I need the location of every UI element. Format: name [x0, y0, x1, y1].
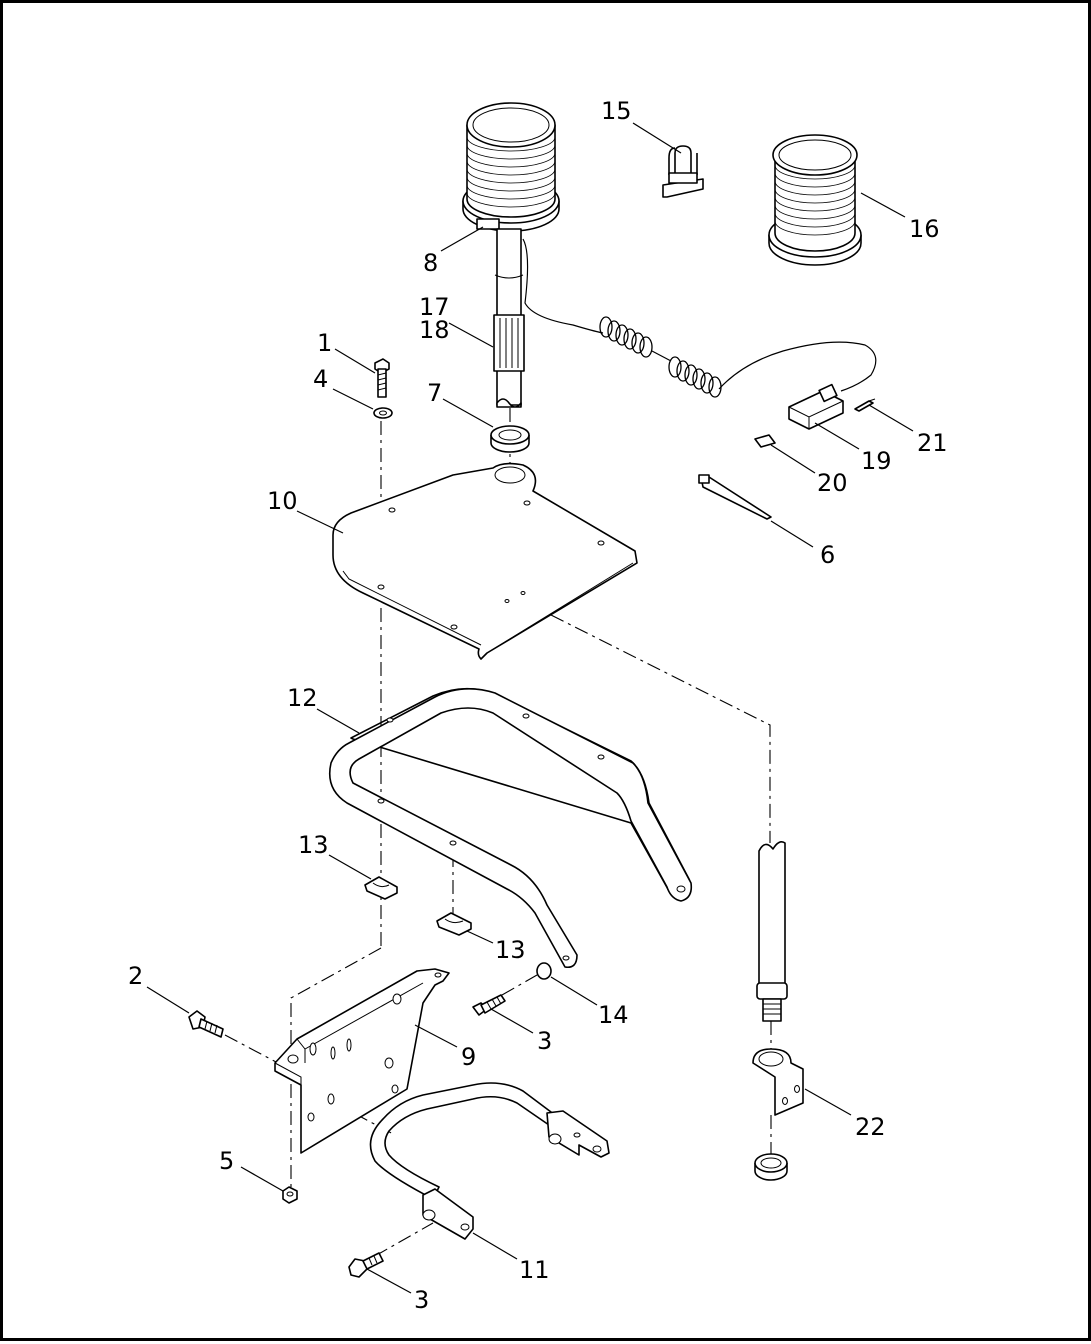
exploded-parts-diagram: 15 16 8 17 18 1 4 7 21 19 20 10 6 12 13 …: [128, 97, 948, 1314]
callout-19: 19: [861, 447, 892, 475]
clip-part-20: [754, 434, 776, 448]
washer-part-4: [373, 407, 393, 419]
lower-frame-part-11: [369, 1082, 610, 1240]
u-frame-part-12: [328, 687, 693, 969]
bolt-part-1: [374, 358, 390, 398]
clip-part-13-lower: [436, 912, 472, 936]
nut-part-5: [282, 1186, 298, 1204]
callout-5: 5: [219, 1147, 234, 1175]
bracket-plate-part-9: [274, 968, 450, 1154]
mounting-plate-part-10: [332, 462, 638, 660]
pole-mount-part-22: [752, 841, 804, 1181]
callout-14: 14: [598, 1001, 629, 1029]
grommet-part-7: [490, 425, 530, 453]
callout-2: 2: [128, 962, 143, 990]
callout-1: 1: [317, 329, 332, 357]
callout-21: 21: [917, 429, 948, 457]
callout-4: 4: [313, 365, 328, 393]
beacon-light-assembly: [462, 102, 877, 408]
callout-6: 6: [820, 541, 835, 569]
spacer-part-14: [536, 962, 552, 980]
lens-part-16: [768, 134, 862, 266]
callout-13-lower: 13: [495, 936, 526, 964]
bolt-part-2: [188, 1010, 224, 1038]
bolt-part-3-lower: [348, 1252, 384, 1278]
bulb-part-15: [662, 145, 704, 198]
callout-16: 16: [909, 215, 940, 243]
callout-13-upper: 13: [298, 831, 329, 859]
clip-part-13-upper: [364, 876, 398, 900]
callout-3-upper: 3: [537, 1027, 552, 1055]
callout-15: 15: [601, 97, 632, 125]
callout-20: 20: [817, 469, 848, 497]
callout-12: 12: [287, 684, 318, 712]
callout-8: 8: [423, 249, 438, 277]
callout-22: 22: [855, 1113, 886, 1141]
callout-17: 17: [419, 293, 450, 321]
callout-10: 10: [267, 487, 298, 515]
callout-labels: 15 16 8 17 18 1 4 7 21 19 20 10 6 12 13 …: [128, 97, 948, 1314]
leader-lines: [146, 122, 914, 1294]
connector-part-19: [788, 383, 844, 430]
callout-9: 9: [461, 1043, 476, 1071]
callout-11: 11: [519, 1256, 550, 1284]
bolt-part-3-upper: [472, 994, 506, 1016]
terminal-part-21: [854, 398, 876, 412]
cable-tie-part-6: [698, 474, 772, 520]
callout-3-lower: 3: [414, 1286, 429, 1314]
callout-7: 7: [427, 379, 442, 407]
callout-18: 18: [419, 316, 450, 344]
